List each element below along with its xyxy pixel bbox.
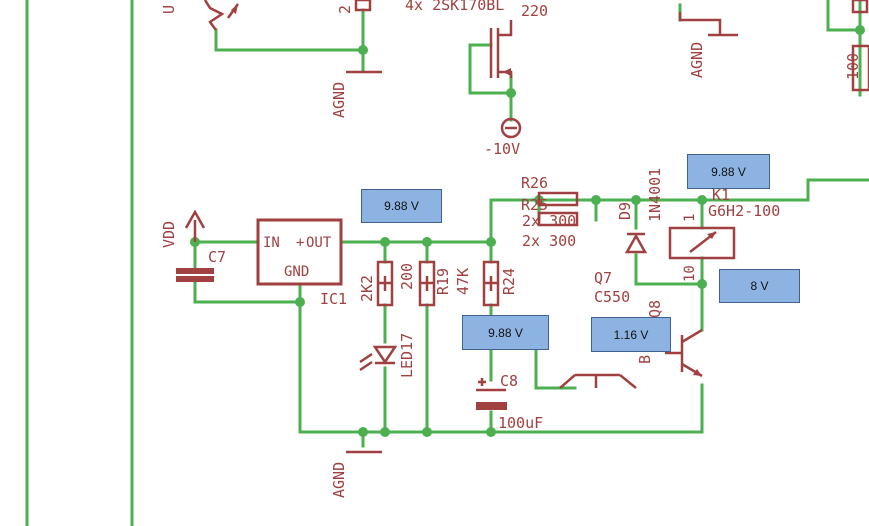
label-q7: Q7 (594, 269, 612, 287)
label-g6h2: G6H2-100 (708, 202, 780, 220)
voltage-callout-q7: 1.16 V (591, 317, 671, 352)
label-c8: C8 (500, 372, 518, 390)
label-d9: D9 (616, 202, 634, 220)
label-agnd-top1: AGND (330, 82, 348, 118)
voltage-callout-c8: 9.88 V (462, 315, 549, 350)
label-47k: 47K (454, 268, 472, 295)
label-ic-plus: + (296, 235, 304, 251)
label-neg10v: -10V (484, 140, 520, 158)
label-2x300-b: 2x 300 (522, 232, 576, 250)
label-pin1: 1 (682, 214, 698, 222)
label-r220: 220 (521, 2, 548, 20)
label-ic-in: IN (263, 235, 280, 251)
label-two-top: 2 (336, 5, 354, 14)
label-q8: Q8 (646, 300, 664, 318)
junction-dot (855, 25, 865, 35)
label-r24: R24 (500, 268, 518, 295)
label-r26: R26 (521, 174, 548, 192)
label-u-top: U (160, 5, 178, 14)
label-ic-gnd: GND (284, 264, 309, 280)
label-vdd: VDD (160, 221, 178, 248)
label-ic1: IC1 (320, 290, 347, 308)
label-r19: R19 (434, 268, 452, 295)
label-200: 200 (398, 263, 416, 290)
label-100uf: 100uF (498, 414, 543, 432)
label-c550: C550 (594, 288, 630, 306)
label-jfet-array: 4x 2SK170BL (405, 0, 504, 14)
top-components: U 2 AGND 4x 2SK170BL 220 -10V AGND 100 (160, 0, 869, 158)
label-pin10: 10 (682, 265, 698, 282)
wires (25, 0, 869, 526)
label-hundred: 100 (844, 53, 862, 80)
label-2x300-a: 2x 300 (522, 212, 576, 230)
label-r25: R25 (521, 196, 548, 214)
label-c7: C7 (208, 248, 226, 266)
label-b-pin: B (636, 355, 654, 364)
relay-driver-section: R26 R25 2x 300 2x 300 D9 1N4001 K1 G6H2-… (521, 168, 780, 389)
voltage-callout-regulator-out: 9.88 V (361, 189, 442, 223)
label-agnd-top2: AGND (688, 42, 706, 78)
label-agnd-bottom: AGND (330, 462, 348, 498)
voltage-callout-relay-coil: 8 V (719, 269, 800, 303)
label-ic-out: OUT (306, 235, 332, 251)
junctions (190, 45, 707, 437)
regulator-section: VDD C7 IN + OUT GND IC1 2K2 200 R19 47K … (160, 209, 543, 498)
voltage-callout-relay-top: 9.88 V (687, 154, 770, 189)
label-1n4001: 1N4001 (646, 168, 664, 222)
label-2k2: 2K2 (358, 275, 376, 302)
label-k1: K1 (712, 186, 730, 204)
label-led17: LED17 (398, 333, 416, 378)
